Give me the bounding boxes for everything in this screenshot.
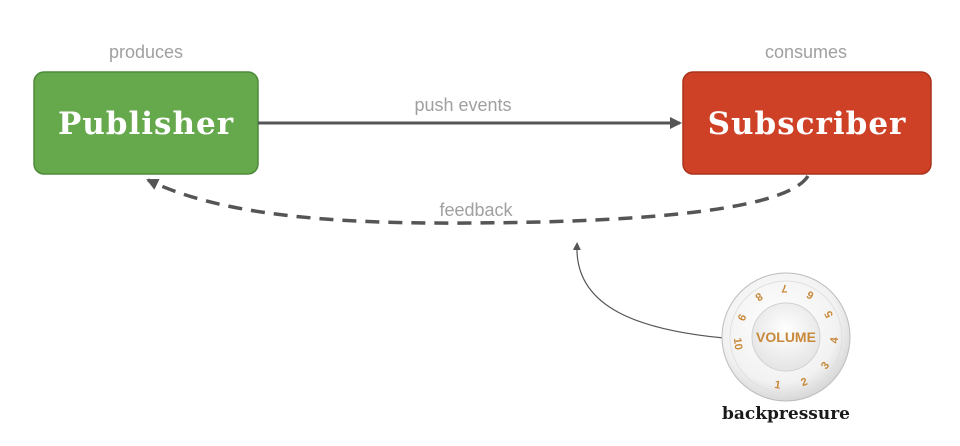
knob-volume-label: VOLUME	[756, 329, 816, 345]
publisher-caption: produces	[109, 42, 183, 62]
backpressure-arrow	[572, 242, 725, 339]
subscriber-box[interactable]	[682, 71, 932, 175]
knob-number-4: 4	[829, 336, 841, 344]
feedback-label: feedback	[439, 200, 513, 220]
publisher-title: Publisher	[58, 106, 234, 142]
subscriber-caption: consumes	[765, 42, 847, 62]
knob-number-2: 2	[799, 376, 809, 389]
knob-number-10: 10	[731, 337, 745, 351]
knob-number-6: 6	[805, 288, 816, 301]
subscriber-title: Subscriber	[708, 106, 907, 142]
feedback-arrow	[146, 174, 810, 225]
push-events-label: push events	[414, 95, 511, 115]
knob-number-5: 5	[823, 309, 836, 320]
backpressure-caption: backpressure	[722, 404, 850, 424]
knob-number-1: 1	[773, 379, 781, 392]
knob-number-9: 9	[734, 312, 747, 322]
knob-number-7: 7	[781, 282, 788, 294]
knob-number-8: 8	[753, 290, 765, 303]
knob-cap	[751, 302, 821, 372]
